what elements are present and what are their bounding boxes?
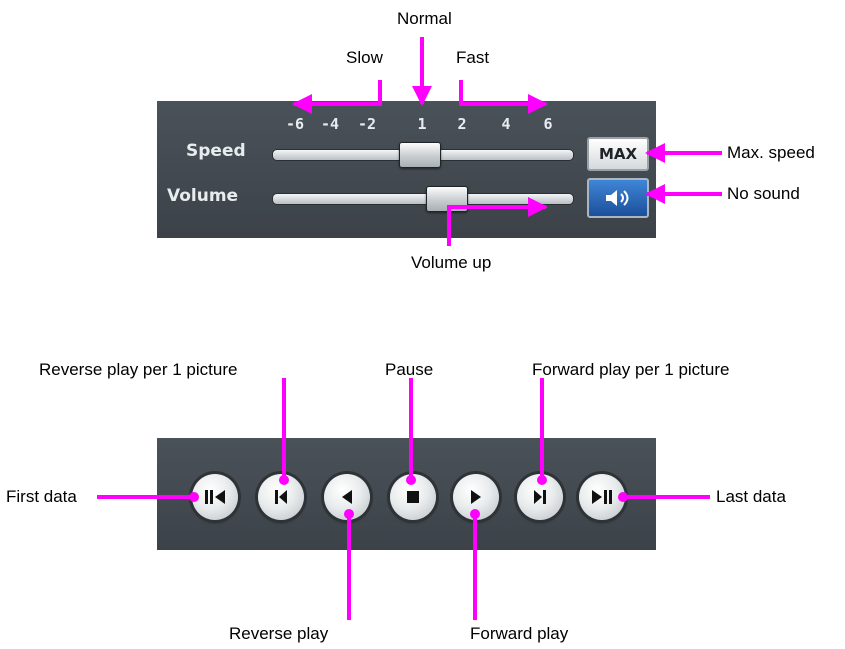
play-icon <box>471 490 481 504</box>
fast-callout: Fast <box>456 48 490 67</box>
speed-tick-6: 6 <box>543 115 553 133</box>
reverse-step-callout: Reverse play per 1 picture <box>39 360 238 379</box>
volume-up-callout: Volume up <box>411 253 492 272</box>
first-data-callout: First data <box>6 487 77 506</box>
volume-slider-track[interactable] <box>272 193 574 205</box>
pause-callout: Pause <box>385 360 434 379</box>
forward-play-callout: Forward play <box>470 624 569 643</box>
stop-square-icon <box>407 491 419 503</box>
volume-up-arrow <box>447 197 548 246</box>
fast-arrow <box>459 80 548 114</box>
slow-callout: Slow <box>346 48 383 67</box>
speed-tick-4: 4 <box>501 115 511 133</box>
speed-volume-panel <box>157 101 656 238</box>
speed-tick-2: 2 <box>457 115 467 133</box>
reverse-play-callout: Reverse play <box>229 624 329 643</box>
normal-callout: Normal <box>397 9 452 28</box>
play-reverse-icon <box>342 490 352 504</box>
speed-tick-minus2: -2 <box>357 115 377 133</box>
max-speed-button[interactable]: MAX <box>587 137 649 171</box>
step-back-icon <box>275 490 287 504</box>
speaker-icon <box>606 190 629 206</box>
sound-toggle-button[interactable] <box>587 178 649 218</box>
step-forward-icon <box>534 490 546 504</box>
speed-tick-1: 1 <box>417 115 427 133</box>
slow-arrow <box>292 80 382 114</box>
last-data-button[interactable] <box>579 474 625 520</box>
pause-button[interactable] <box>390 474 436 520</box>
no-sound-callout: No sound <box>727 184 800 203</box>
max-speed-callout: Max. speed <box>727 143 815 162</box>
forward-step-callout: Forward play per 1 picture <box>532 360 730 379</box>
speed-slider-thumb[interactable] <box>399 142 441 168</box>
last-data-callout: Last data <box>716 487 786 506</box>
volume-label: Volume <box>167 186 239 206</box>
skip-to-start-icon <box>205 490 225 504</box>
max-button-label: MAX <box>598 145 638 163</box>
speed-tick-minus4: -4 <box>320 115 340 133</box>
speed-tick-minus6: -6 <box>285 115 305 133</box>
skip-to-end-icon <box>592 490 612 504</box>
first-data-button[interactable] <box>192 474 238 520</box>
speed-label: Speed <box>186 141 246 161</box>
